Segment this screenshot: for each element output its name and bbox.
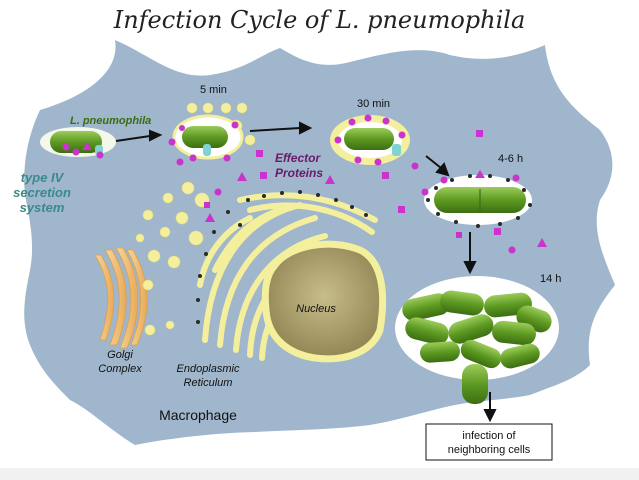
diagram-title: Infection Cycle of L. pneumophila xyxy=(113,6,526,34)
label-infection-2: neighboring cells xyxy=(448,444,531,456)
endoplasmic-reticulum xyxy=(197,192,378,361)
nucleus xyxy=(261,240,387,363)
label-time-14h: 14 h xyxy=(540,273,561,285)
progression-arrows xyxy=(115,121,497,423)
stage-4-6h-vacuole xyxy=(421,170,532,228)
stage-14h-vacuole xyxy=(395,276,559,404)
label-golgi-1: Golgi xyxy=(107,349,133,361)
label-bacterium: L. pneumophila xyxy=(70,115,151,127)
label-effector-1: Effector xyxy=(275,151,321,165)
label-macrophage: Macrophage xyxy=(159,407,237,423)
bottom-band xyxy=(0,468,639,480)
label-secretion-1: type IV xyxy=(21,170,65,185)
ribosome-dots xyxy=(196,190,368,324)
label-secretion-2: secretion xyxy=(13,185,71,200)
label-er-2: Reticulum xyxy=(184,377,233,389)
infection-outcome-box xyxy=(425,423,553,461)
stage-initial-bacterium xyxy=(40,127,116,159)
stage-30min-vacuole xyxy=(330,114,410,166)
label-er-1: Endoplasmic xyxy=(177,363,240,375)
label-nucleus: Nucleus xyxy=(296,303,336,315)
label-infection-1: infection of xyxy=(462,430,516,442)
stage-5min-vacuole xyxy=(168,114,244,162)
label-golgi-2: Complex xyxy=(98,363,142,375)
label-effector-2: Proteins xyxy=(275,166,323,180)
label-time-5min: 5 min xyxy=(200,84,227,96)
golgi-complex xyxy=(94,247,148,349)
label-secretion-3: system xyxy=(20,200,65,215)
label-time-30min: 30 min xyxy=(357,98,390,110)
label-time-4-6h: 4-6 h xyxy=(498,153,523,165)
effector-proteins xyxy=(176,130,547,254)
